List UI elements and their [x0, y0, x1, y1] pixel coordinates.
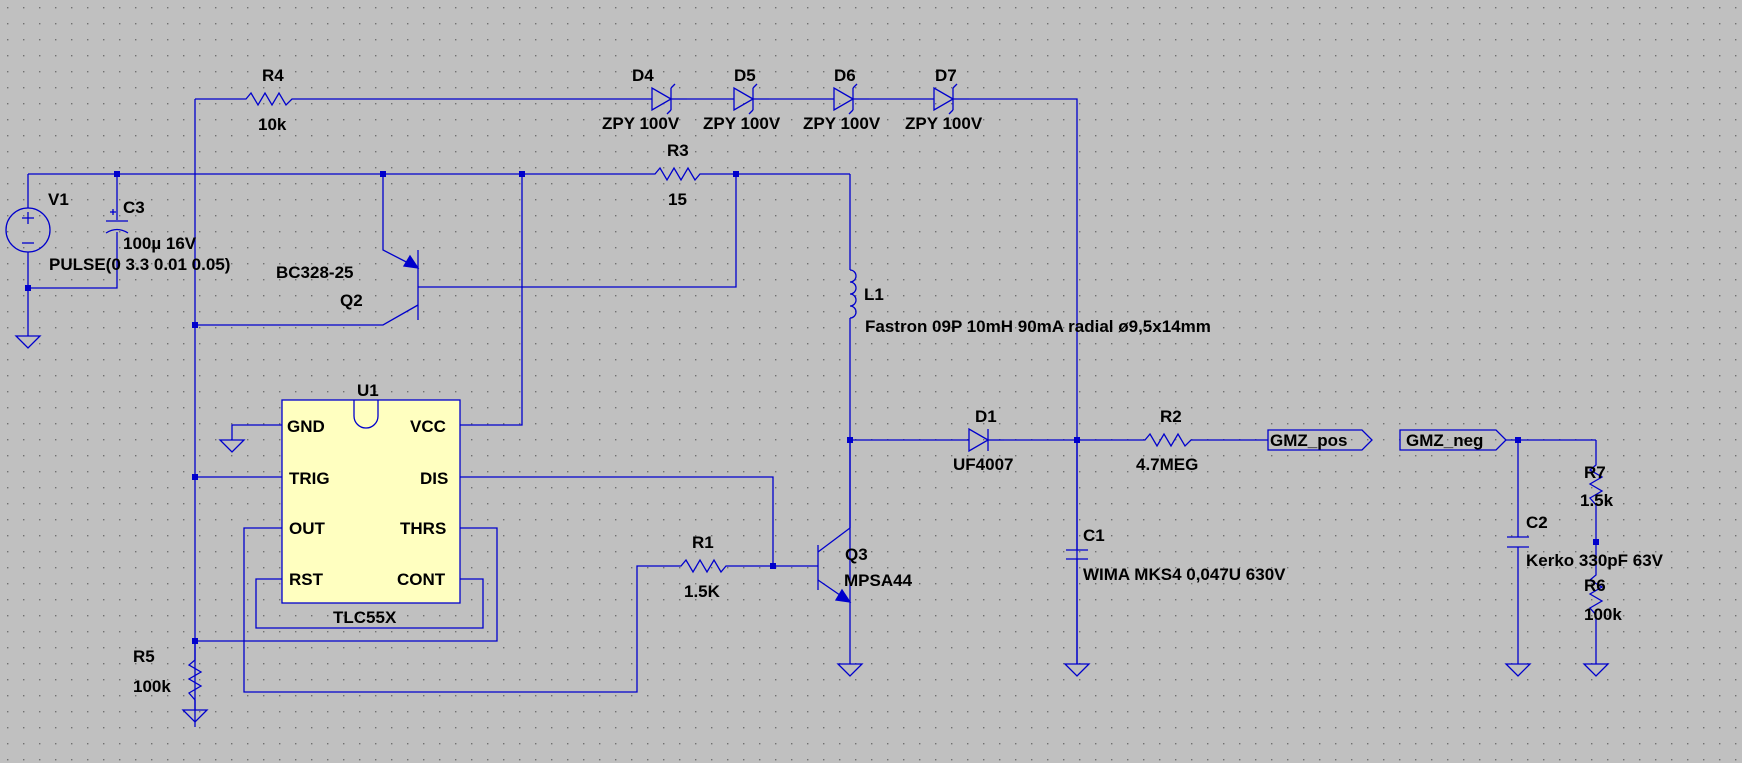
voltage-source-v1[interactable] — [5, 207, 51, 253]
wires — [27, 98, 1597, 727]
resistor-r7[interactable] — [1588, 460, 1604, 506]
r1-value: 1.5K — [684, 582, 721, 601]
q3-value: MPSA44 — [844, 571, 913, 590]
gmz-pos-label: GMZ_pos — [1270, 431, 1347, 450]
capacitor-c2[interactable] — [1507, 536, 1529, 548]
gmz-neg-label: GMZ_neg — [1406, 431, 1483, 450]
d5-value: ZPY 100V — [703, 114, 781, 133]
r2-ref: R2 — [1160, 407, 1182, 426]
c1-ref: C1 — [1083, 526, 1105, 545]
r5-value: 100k — [133, 677, 171, 696]
u1-pin-thrs: THRS — [400, 519, 446, 538]
capacitor-c3[interactable] — [105, 209, 129, 234]
d4-ref: D4 — [632, 66, 654, 85]
u1-pin-dis: DIS — [420, 469, 448, 488]
r7-ref: R7 — [1584, 463, 1606, 482]
d7-value: ZPY 100V — [905, 114, 983, 133]
r4-value: 10k — [258, 115, 287, 134]
resistor-r1[interactable] — [676, 558, 731, 574]
r7-value: 1.5k — [1580, 491, 1614, 510]
c3-value: 100µ 16V — [123, 234, 197, 253]
u1-pin-rst: RST — [289, 570, 324, 589]
resistor-r6[interactable] — [1588, 570, 1604, 616]
c2-value: Kerko 330pF 63V — [1526, 551, 1664, 570]
diode-d1[interactable] — [968, 427, 1004, 453]
resistor-r2[interactable] — [1140, 432, 1196, 448]
u1-ref: U1 — [357, 381, 379, 400]
u1-pin-vcc: VCC — [410, 417, 446, 436]
d1-value: UF4007 — [953, 455, 1013, 474]
transistor-q2[interactable] — [402, 254, 420, 269]
u1-pin-out: OUT — [289, 519, 326, 538]
v1-value: PULSE(0 3.3 0.01 0.05) — [49, 255, 230, 274]
r5-ref: R5 — [133, 647, 155, 666]
r3-value: 15 — [668, 190, 687, 209]
transistor-q3[interactable] — [834, 588, 852, 603]
resistor-r4[interactable] — [242, 91, 297, 107]
r3-ref: R3 — [667, 141, 689, 160]
capacitor-c1[interactable] — [1066, 549, 1088, 560]
u1-pin-gnd: GND — [287, 417, 325, 436]
r1-ref: R1 — [692, 533, 714, 552]
r6-ref: R6 — [1584, 576, 1606, 595]
d6-value: ZPY 100V — [803, 114, 881, 133]
d7-ref: D7 — [935, 66, 957, 85]
r2-value: 4.7MEG — [1136, 455, 1198, 474]
inductor-l1[interactable] — [849, 269, 857, 320]
l1-ref: L1 — [864, 285, 884, 304]
r4-ref: R4 — [262, 66, 284, 85]
zener-diode-d6[interactable] — [833, 83, 869, 115]
d6-ref: D6 — [834, 66, 856, 85]
ground-symbols — [14, 335, 1610, 723]
q2-value: BC328-25 — [276, 263, 354, 282]
zener-diode-d7[interactable] — [933, 83, 969, 115]
d4-value: ZPY 100V — [602, 114, 680, 133]
u1-pin-trig: TRIG — [289, 469, 330, 488]
r6-value: 100k — [1584, 605, 1622, 624]
junction-dots — [25, 171, 1599, 644]
d5-ref: D5 — [734, 66, 756, 85]
ic-u1[interactable] — [281, 399, 461, 604]
u1-pin-cont: CONT — [397, 570, 446, 589]
q3-ref: Q3 — [845, 545, 868, 564]
c2-ref: C2 — [1526, 513, 1548, 532]
zener-diode-d5[interactable] — [733, 83, 769, 115]
resistor-r5[interactable] — [187, 655, 203, 701]
c1-value: WIMA MKS4 0,047U 630V — [1083, 565, 1286, 584]
q2-ref: Q2 — [340, 291, 363, 310]
v1-ref: V1 — [48, 190, 69, 209]
d1-ref: D1 — [975, 407, 997, 426]
zener-diode-d4[interactable] — [651, 83, 687, 115]
component-labels: R4 10k D4 ZPY 100V D5 ZPY 100V D6 ZPY 10… — [48, 66, 1664, 696]
net-label-gmz-neg[interactable]: GMZ_neg — [1399, 429, 1507, 451]
u1-value: TLC55X — [333, 608, 397, 627]
net-label-gmz-pos[interactable]: GMZ_pos — [1267, 429, 1373, 451]
c3-ref: C3 — [123, 198, 145, 217]
resistor-r3[interactable] — [650, 166, 705, 182]
l1-value: Fastron 09P 10mH 90mA radial ø9,5x14mm — [865, 317, 1211, 336]
